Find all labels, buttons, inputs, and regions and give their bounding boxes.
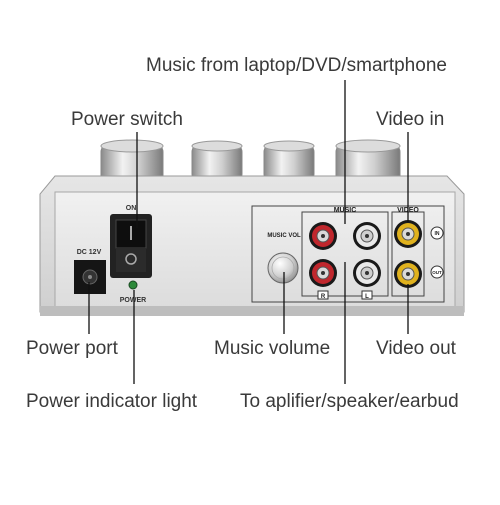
dc-power-port: DC 12V <box>74 249 106 294</box>
power-indicator-led: POWER <box>120 280 146 304</box>
out-label: OUT <box>432 270 442 275</box>
callout-power-indicator: Power indicator light <box>26 391 198 412</box>
power-label: POWER <box>120 297 146 304</box>
rca-music-in-white <box>353 222 381 250</box>
music-volume-knob <box>267 252 299 284</box>
rca-video-out-yellow <box>394 260 422 288</box>
leader-lines <box>88 80 409 384</box>
music-vol-label: MUSIC VOL <box>267 233 301 239</box>
callout-audio-output: To aplifier/speaker/earbud <box>240 391 459 412</box>
rca-music-in-red <box>309 222 337 250</box>
on-label: ON <box>126 205 137 212</box>
callout-power-switch: Power switch <box>71 109 183 130</box>
top-knobs <box>100 139 401 187</box>
dc-label: DC 12V <box>77 249 102 256</box>
rca-music-out-red <box>309 259 337 287</box>
in-label: IN <box>435 231 440 237</box>
power-switch: ON <box>110 205 152 278</box>
rca-music-out-white <box>353 259 381 287</box>
callout-music-volume: Music volume <box>214 338 331 359</box>
callout-video-in: Video in <box>376 109 445 130</box>
l-label: L <box>365 294 369 300</box>
callout-music-input: Music from laptop/DVD/smartphone <box>146 55 447 76</box>
r-label: R <box>321 294 326 300</box>
rca-video-in-yellow <box>394 220 422 248</box>
callout-video-out: Video out <box>376 338 456 359</box>
callout-power-port: Power port <box>26 338 118 359</box>
